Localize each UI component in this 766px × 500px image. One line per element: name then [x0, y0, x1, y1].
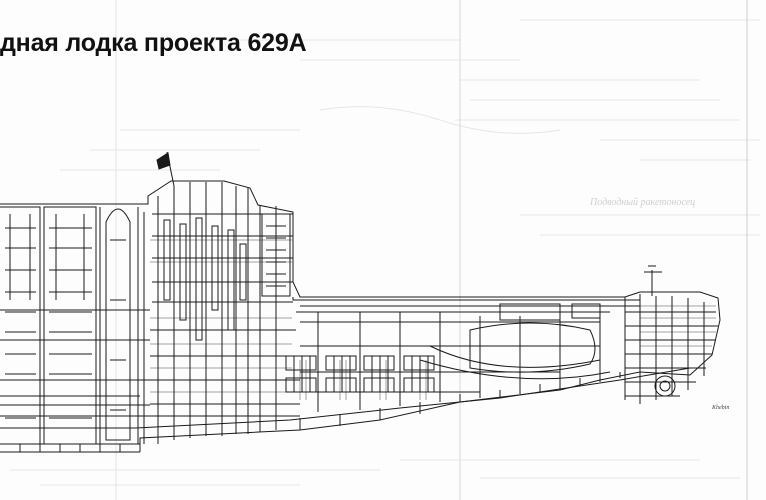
missile-silos: [0, 206, 145, 445]
bow-torpedo-room: [624, 294, 718, 404]
compartment-bulkheads: [317, 312, 601, 412]
sail-superstructure: [157, 182, 277, 444]
page-title: дная лодка проекта 629А: [0, 29, 307, 57]
artist-signature: Khebin: [712, 405, 730, 411]
hull-outline: [0, 180, 721, 445]
bunk-rows: [285, 355, 435, 393]
background-caption: Подводный ракетоносец: [590, 197, 696, 208]
